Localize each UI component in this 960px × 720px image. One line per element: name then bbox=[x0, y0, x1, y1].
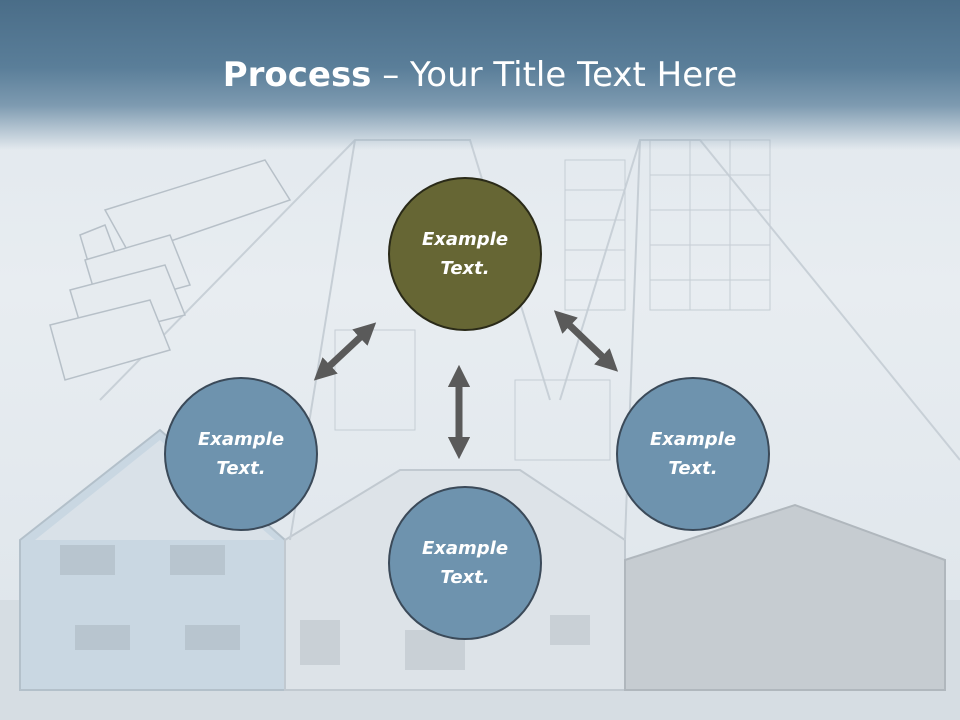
arrow-top-right bbox=[553, 310, 619, 372]
process-node-top[interactable]: Example Text. bbox=[388, 177, 542, 331]
node-label: Example Text. bbox=[649, 429, 737, 479]
node-label: Example Text. bbox=[421, 229, 509, 279]
process-node-left[interactable]: Example Text. bbox=[164, 377, 318, 531]
slide-title[interactable]: Process – Your Title Text Here bbox=[0, 52, 960, 98]
process-node-bottom[interactable]: Example Text. bbox=[388, 486, 542, 640]
node-label: Example Text. bbox=[421, 538, 509, 588]
title-bold: Process bbox=[222, 55, 372, 95]
arrow-top-left bbox=[313, 322, 377, 381]
title-rest: – Your Title Text Here bbox=[371, 55, 738, 95]
node-label: Example Text. bbox=[197, 429, 285, 479]
process-node-right[interactable]: Example Text. bbox=[616, 377, 770, 531]
title-band bbox=[0, 0, 960, 150]
